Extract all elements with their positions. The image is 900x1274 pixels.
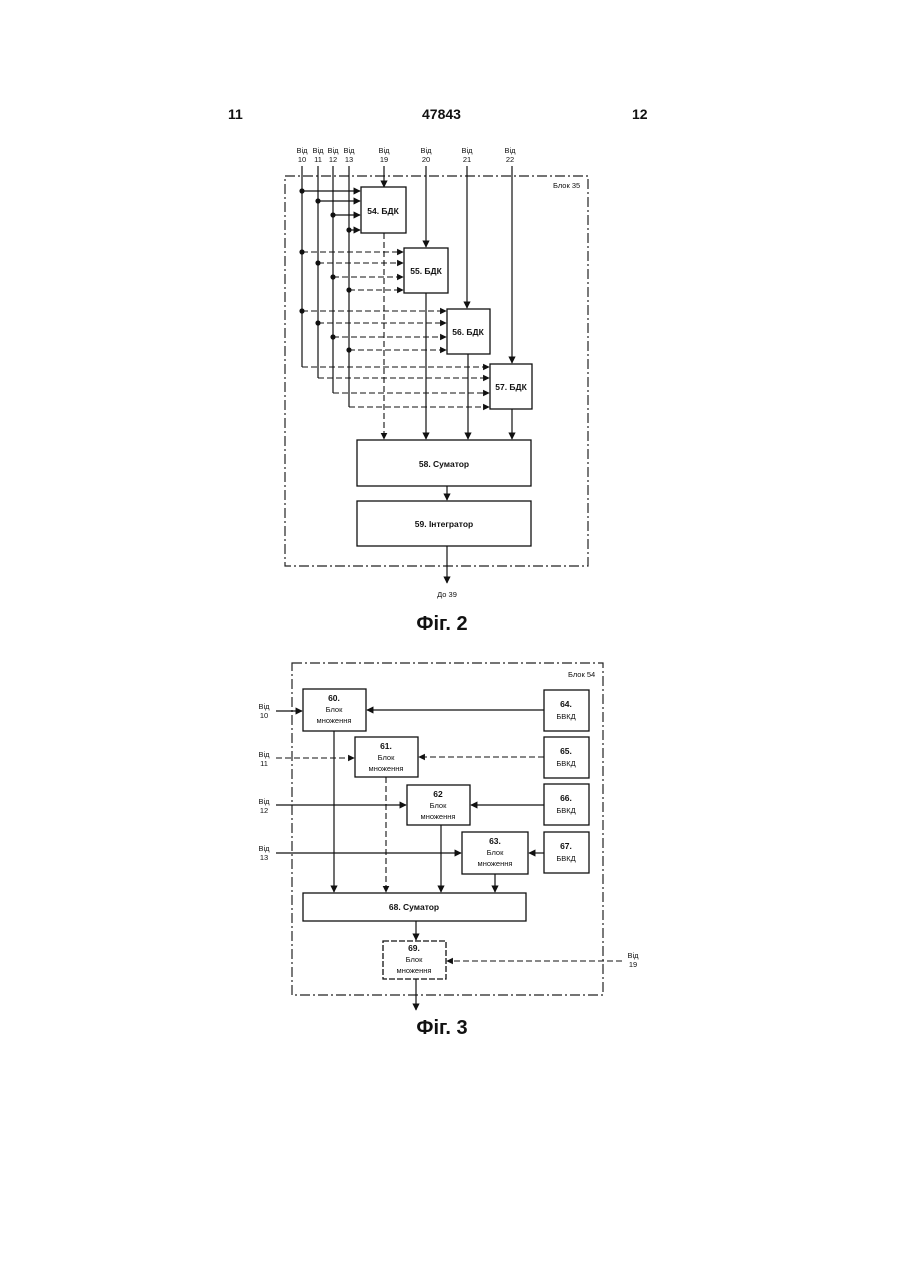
fig2-input-21-num: 21 — [463, 155, 471, 164]
block-58-label: 58. Суматор — [419, 459, 469, 469]
fig2-output-label: До 39 — [437, 590, 457, 599]
fig3-input-13-num: 13 — [260, 853, 268, 862]
fig3-input-from-19-label: Від — [627, 951, 639, 960]
block-61-line2: множення — [369, 764, 404, 773]
block-57-label: 57. БДК — [495, 382, 527, 392]
block-64-name: БВКД — [556, 712, 575, 721]
block-63-line2: множення — [478, 859, 513, 868]
block-63-line1: Блок — [487, 848, 504, 857]
block-69-line2: множення — [397, 966, 432, 975]
fig2-input-from-22-label: Від — [504, 146, 516, 155]
fig3-input-11-num: 11 — [260, 759, 268, 768]
fig2-input-from-10-label: Від — [296, 146, 308, 155]
block-69-num: 69. — [408, 943, 420, 953]
block-62-line1: Блок — [430, 801, 447, 810]
fig3-input-from-13-label: Від — [258, 844, 270, 853]
fig3-input-from-10-label: Від — [258, 702, 270, 711]
block-59-label: 59. Інтегратор — [415, 519, 473, 529]
fig3-input-10-num: 10 — [260, 711, 268, 720]
fig2-input-20-num: 20 — [422, 155, 430, 164]
block-35-label: Блок 35 — [553, 181, 580, 190]
fig3-input-from-12-label: Від — [258, 797, 270, 806]
block-66-num: 66. — [560, 793, 572, 803]
fig2-input-10-num: 10 — [298, 155, 306, 164]
block-61-line1: Блок — [378, 753, 395, 762]
fig2-input-from-11-label: Від — [312, 146, 324, 155]
block-64-bvkd — [544, 690, 589, 731]
block-60-num: 60. — [328, 693, 340, 703]
block-67-num: 67. — [560, 841, 572, 851]
figure-3: Блок 54 Від 10 Від 11 Від 12 Від 13 Від … — [258, 663, 639, 1039]
block-60-line1: Блок — [326, 705, 343, 714]
fig2-input-13-num: 13 — [345, 155, 353, 164]
block-54-label: 54. БДК — [367, 206, 399, 216]
fig2-input-12-num: 12 — [329, 155, 337, 164]
block-54-frame-label: Блок 54 — [568, 670, 595, 679]
block-62-num: 62 — [433, 789, 443, 799]
fig2-input-from-13-label: Від — [343, 146, 355, 155]
fig3-input-12-num: 12 — [260, 806, 268, 815]
block-67-name: БВКД — [556, 854, 575, 863]
fig2-input-19-num: 19 — [380, 155, 388, 164]
figure-2-caption: Фiг. 2 — [416, 613, 467, 635]
fig2-input-from-21-label: Від — [461, 146, 473, 155]
block-56-label: 56. БДК — [452, 327, 484, 337]
fig2-input-from-12-label: Від — [327, 146, 339, 155]
block-55-label: 55. БДК — [410, 266, 442, 276]
block-65-name: БВКД — [556, 759, 575, 768]
fig3-input-from-11-label: Від — [258, 750, 270, 759]
block-66-bvkd — [544, 784, 589, 825]
fig2-input-11-num: 11 — [314, 155, 322, 164]
block-62-line2: множення — [421, 812, 456, 821]
block-64-num: 64. — [560, 699, 572, 709]
figure-3-caption: Фiг. 3 — [416, 1017, 467, 1039]
fig2-input-22-num: 22 — [506, 155, 514, 164]
block-66-name: БВКД — [556, 806, 575, 815]
block-60-line2: множення — [317, 716, 352, 725]
block-63-num: 63. — [489, 836, 501, 846]
block-69-line1: Блок — [406, 955, 423, 964]
block-68-label: 68. Суматор — [389, 902, 439, 912]
block-61-num: 61. — [380, 741, 392, 751]
junction-dots — [299, 188, 351, 352]
block-67-bvkd — [544, 832, 589, 873]
block-65-bvkd — [544, 737, 589, 778]
fig3-input-19-num: 19 — [629, 960, 637, 969]
block-65-num: 65. — [560, 746, 572, 756]
fig2-input-from-19-label: Від — [378, 146, 390, 155]
figure-2: Блок 35 Від 10 Від 11 Від 12 Від 13 Від … — [285, 146, 588, 635]
fig2-input-from-20-label: Від — [420, 146, 432, 155]
